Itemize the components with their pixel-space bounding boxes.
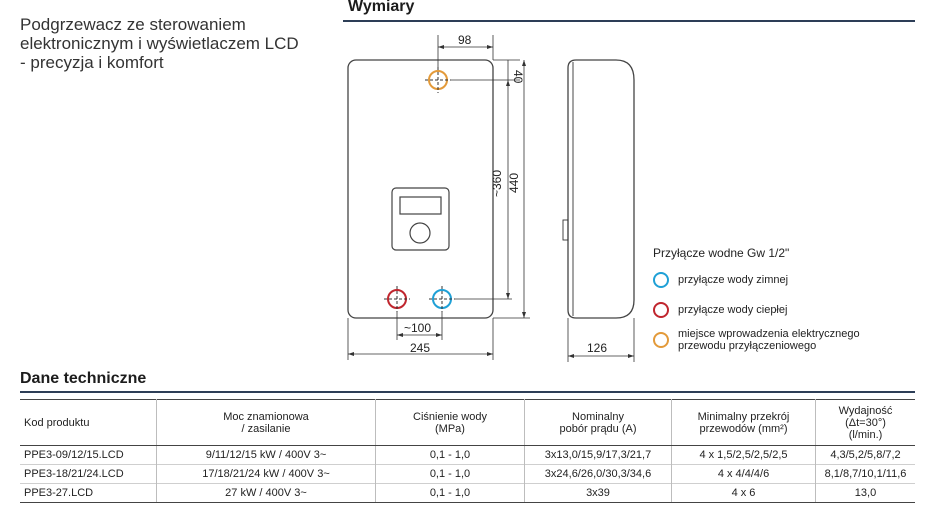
legend-label-cold: przyłącze wody zimnej (678, 274, 789, 286)
cell-cable: 4 x 1,5/2,5/2,5/2,5 (671, 445, 816, 465)
electric-entry-symbol (425, 67, 451, 93)
legend-item-hot: przyłącze wody ciepłej (653, 298, 860, 322)
cell-flow: 13,0 (815, 483, 915, 503)
cell-cable: 4 x 6 (671, 483, 816, 503)
cell-current: 3x39 (524, 483, 672, 503)
description-line-2: elektronicznym i wyświetlaczem LCD (20, 34, 299, 53)
tech-title: Dane techniczne (20, 370, 147, 387)
product-description: Podgrzewacz ze sterowaniem elektroniczny… (20, 15, 330, 72)
heater-side-body (567, 59, 635, 319)
legend-item-electric: miejsce wprowadzenia elektrycznego przew… (653, 328, 860, 352)
legend-label-hot: przyłącze wody ciepłej (678, 304, 788, 316)
connection-legend: Przyłącze wodne Gw 1/2" przyłącze wody z… (653, 246, 860, 352)
cell-cable: 4 x 4/4/4/6 (671, 464, 816, 484)
cell-power: 17/18/21/24 kW / 400V 3~ (156, 464, 376, 484)
hot-water-circle-icon (653, 302, 669, 318)
legend-label-electric-line-1: miejsce wprowadzenia elektrycznego (678, 328, 860, 340)
lcd-screen (399, 196, 442, 215)
cell-flow: 4,3/5,2/5,8/7,2 (815, 445, 915, 465)
cell-current: 3x24,6/26,0/30,3/34,6 (524, 464, 672, 484)
dim-label-40: 40 (511, 70, 525, 84)
heater-front-body (347, 59, 494, 319)
legend-label-electric: miejsce wprowadzenia elektrycznego przew… (678, 328, 860, 352)
cell-pressure: 0,1 - 1,0 (375, 445, 525, 465)
tech-divider (20, 391, 915, 393)
dim-label-100: ~100 (404, 321, 431, 335)
cell-flow: 8,1/8,7/10,1/11,6 (815, 464, 915, 484)
cell-code: PPE3-18/21/24.LCD (20, 464, 157, 484)
dim-label-360: ~360 (490, 170, 504, 197)
legend-item-cold: przyłącze wody zimnej (653, 268, 860, 292)
dimensions-title: Wymiary (348, 0, 415, 15)
description-line-3: - precyzja i komfort (20, 53, 164, 72)
dimension-drawing: 98 40 ~360 440 ~100 245 126 (347, 33, 635, 362)
dim-label-440: 440 (507, 173, 521, 193)
dimensions-divider (343, 20, 915, 22)
header-power: Moc znamionowa/ zasilanie (156, 399, 376, 446)
tech-table: Kod produktu Moc znamionowa/ zasilanie C… (20, 399, 915, 503)
table-header-row: Kod produktu Moc znamionowa/ zasilanie C… (20, 399, 915, 446)
cell-pressure: 0,1 - 1,0 (375, 464, 525, 484)
dim-label-98: 98 (458, 33, 472, 47)
description-line-1: Podgrzewacz ze sterowaniem (20, 15, 246, 34)
dim-label-126: 126 (587, 341, 607, 355)
legend-label-electric-line-2: przewodu przyłączeniowego (678, 340, 817, 352)
table-row: PPE3-27.LCD 27 kW / 400V 3~ 0,1 - 1,0 3x… (20, 483, 915, 503)
table-row: PPE3-09/12/15.LCD 9/11/12/15 kW / 400V 3… (20, 445, 915, 465)
header-pressure: Ciśnienie wody(MPa) (375, 399, 525, 446)
electric-entry-circle-icon (653, 332, 669, 348)
cell-power: 27 kW / 400V 3~ (156, 483, 376, 503)
cell-code: PPE3-09/12/15.LCD (20, 445, 157, 465)
hot-water-symbol (384, 286, 410, 312)
dim-label-245: 245 (410, 341, 430, 355)
table-row: PPE3-18/21/24.LCD 17/18/21/24 kW / 400V … (20, 464, 915, 484)
lcd-panel (391, 187, 450, 251)
side-mount-tab (562, 219, 569, 241)
cell-power: 9/11/12/15 kW / 400V 3~ (156, 445, 376, 465)
legend-title: Przyłącze wodne Gw 1/2" (653, 246, 790, 260)
cold-water-symbol (429, 286, 455, 312)
cell-code: PPE3-27.LCD (20, 483, 157, 503)
cell-pressure: 0,1 - 1,0 (375, 483, 525, 503)
header-product-code: Kod produktu (20, 399, 157, 446)
cold-water-circle-icon (653, 272, 669, 288)
cell-current: 3x13,0/15,9/17,3/21,7 (524, 445, 672, 465)
control-knob (409, 222, 431, 244)
header-flow: Wydajność (Δt=30°)(l/min.) (815, 399, 915, 446)
